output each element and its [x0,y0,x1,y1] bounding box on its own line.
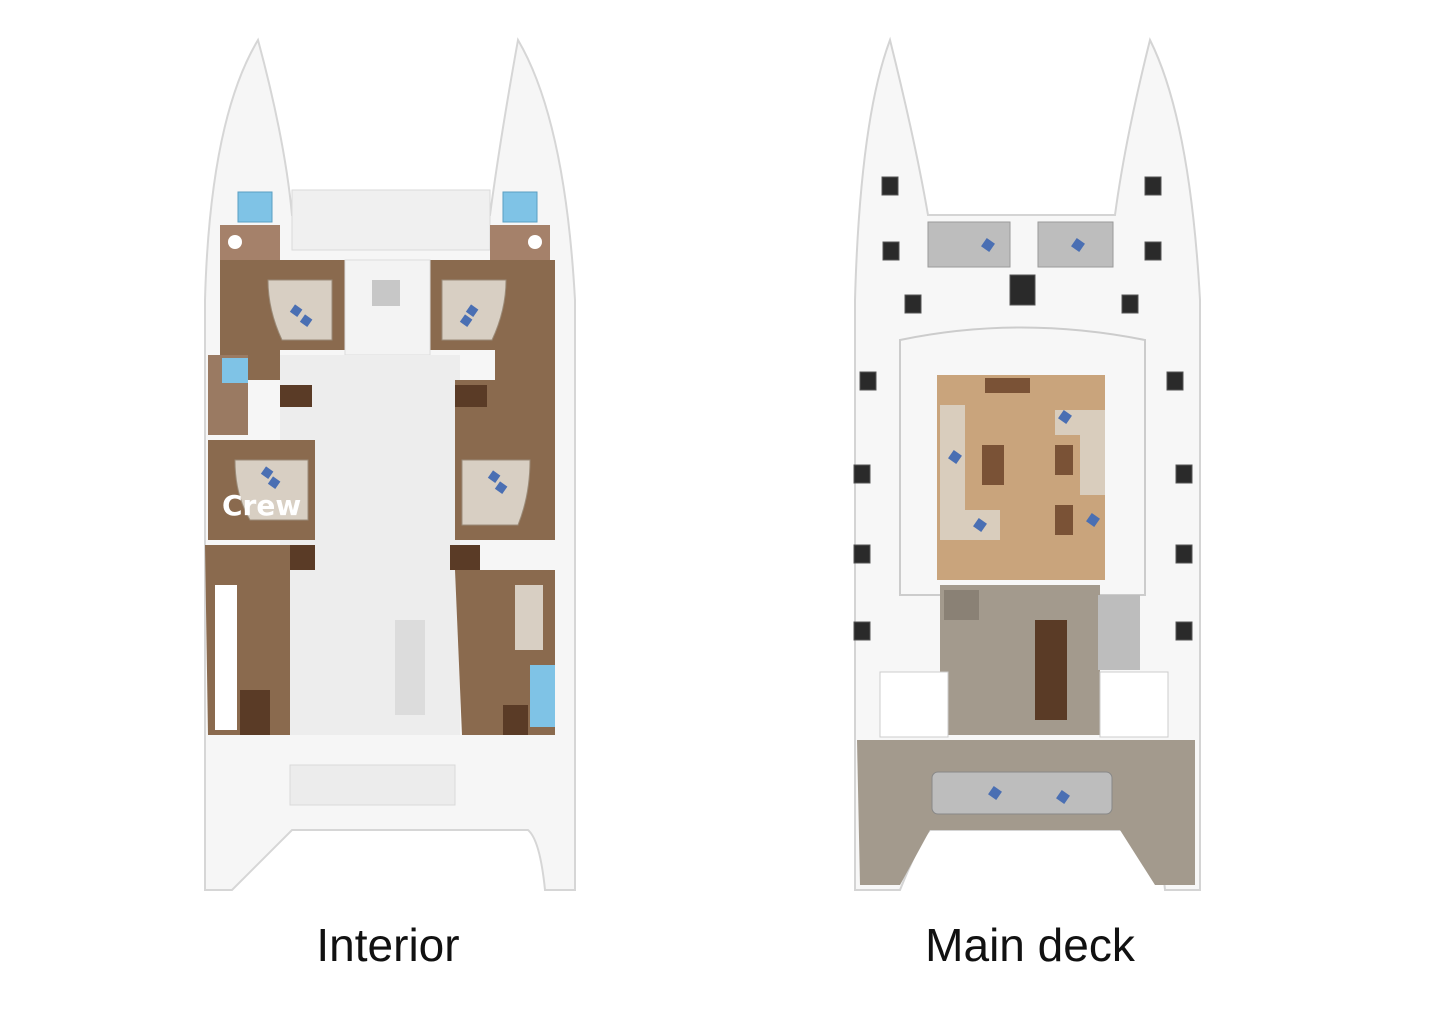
hatch-9 [1166,371,1184,391]
main-bow-cushion-port [927,221,1011,268]
main-bow-pillow-2 [1071,238,1085,252]
interior-bed-stbd-mid [461,459,531,526]
main-bow-pillow-1 [981,238,995,252]
interior-pillow-2 [299,314,313,327]
hatch-8 [859,371,877,391]
main-aft-cockpit-seat [1098,595,1140,670]
interior-toilet-port-fwd [228,235,242,249]
main-deck-hatches [853,176,1193,641]
hatch-14 [853,621,871,641]
interior-pillow-4 [465,304,479,317]
hatch-12 [853,544,871,564]
hatch-4 [1144,241,1162,261]
interior-pillow-5 [260,466,274,479]
main-aft-dining-table [1035,620,1067,720]
main-stern-pillow-2 [1056,790,1070,804]
interior-aft-seating [289,764,456,806]
interior-shower-stbd-fwd [502,191,538,223]
interior-shower-port-fwd [237,191,273,223]
hatch-5 [904,294,922,314]
main-aft-stairs [944,590,979,620]
interior-bow-structure [291,189,491,251]
hatch-10 [853,464,871,484]
hatch-13 [1175,544,1193,564]
main-coachroof [899,326,1146,596]
main-salon-bar [985,378,1030,393]
interior-galley-counter [215,585,237,730]
main-salon-pillow-1 [948,450,962,464]
interior-aft-stbd-shower [530,665,555,727]
main-salon-pillow-3 [1058,410,1072,424]
main-salon-table-1 [982,445,1004,485]
interior-deck-plan: Crew [204,37,576,891]
interior-pillow-3 [459,314,473,327]
hatch-1 [881,176,899,196]
interior-bed-crew [234,459,309,521]
interior-pillow-7 [487,470,501,483]
interior-salon-table [395,620,425,715]
interior-galley-stairs [240,690,270,735]
main-salon-sofa-right-vertical [1080,410,1105,495]
hatch-11 [1175,464,1193,484]
main-salon-table-2 [1055,445,1073,475]
interior-center-hatch [344,259,431,356]
interior-aft-stbd-stairs [503,705,528,735]
hatch-15 [1175,621,1193,641]
interior-stairs-stbd-mid [455,385,487,407]
hatch-7 [1009,274,1036,306]
interior-pillow-8 [494,481,508,494]
hatch-3 [882,241,900,261]
interior-pillow-6 [267,476,281,489]
main-stern-platform-port [857,740,930,885]
main-stern-pillow-1 [988,786,1002,800]
main-salon-pillow-2 [973,518,987,532]
interior-hatch-skylight [372,280,400,306]
main-salon-pillow-4 [1086,513,1100,527]
interior-aft-stbd-bed [515,585,543,650]
main-aft-locker-stbd [1099,671,1169,738]
hatch-2 [1144,176,1162,196]
interior-pillow-1 [289,304,303,317]
interior-stairs-port-mid [280,385,312,407]
main-salon-table-3 [1055,505,1073,535]
hatch-6 [1121,294,1139,314]
crew-label: Crew [222,489,301,522]
main-stern-platform-stbd [1120,740,1195,885]
main-stern-lounge [931,771,1113,815]
interior-toilet-stbd-fwd [528,235,542,249]
interior-caption: Interior [316,919,460,971]
main-deck-plan [853,36,1201,891]
interior-stairs-stbd-aft [450,545,480,570]
interior-crew-shower [222,358,248,383]
main-deck-caption: Main deck [925,919,1135,971]
main-salon-sofa-bottom [940,510,1000,540]
main-aft-locker-port [879,671,949,738]
